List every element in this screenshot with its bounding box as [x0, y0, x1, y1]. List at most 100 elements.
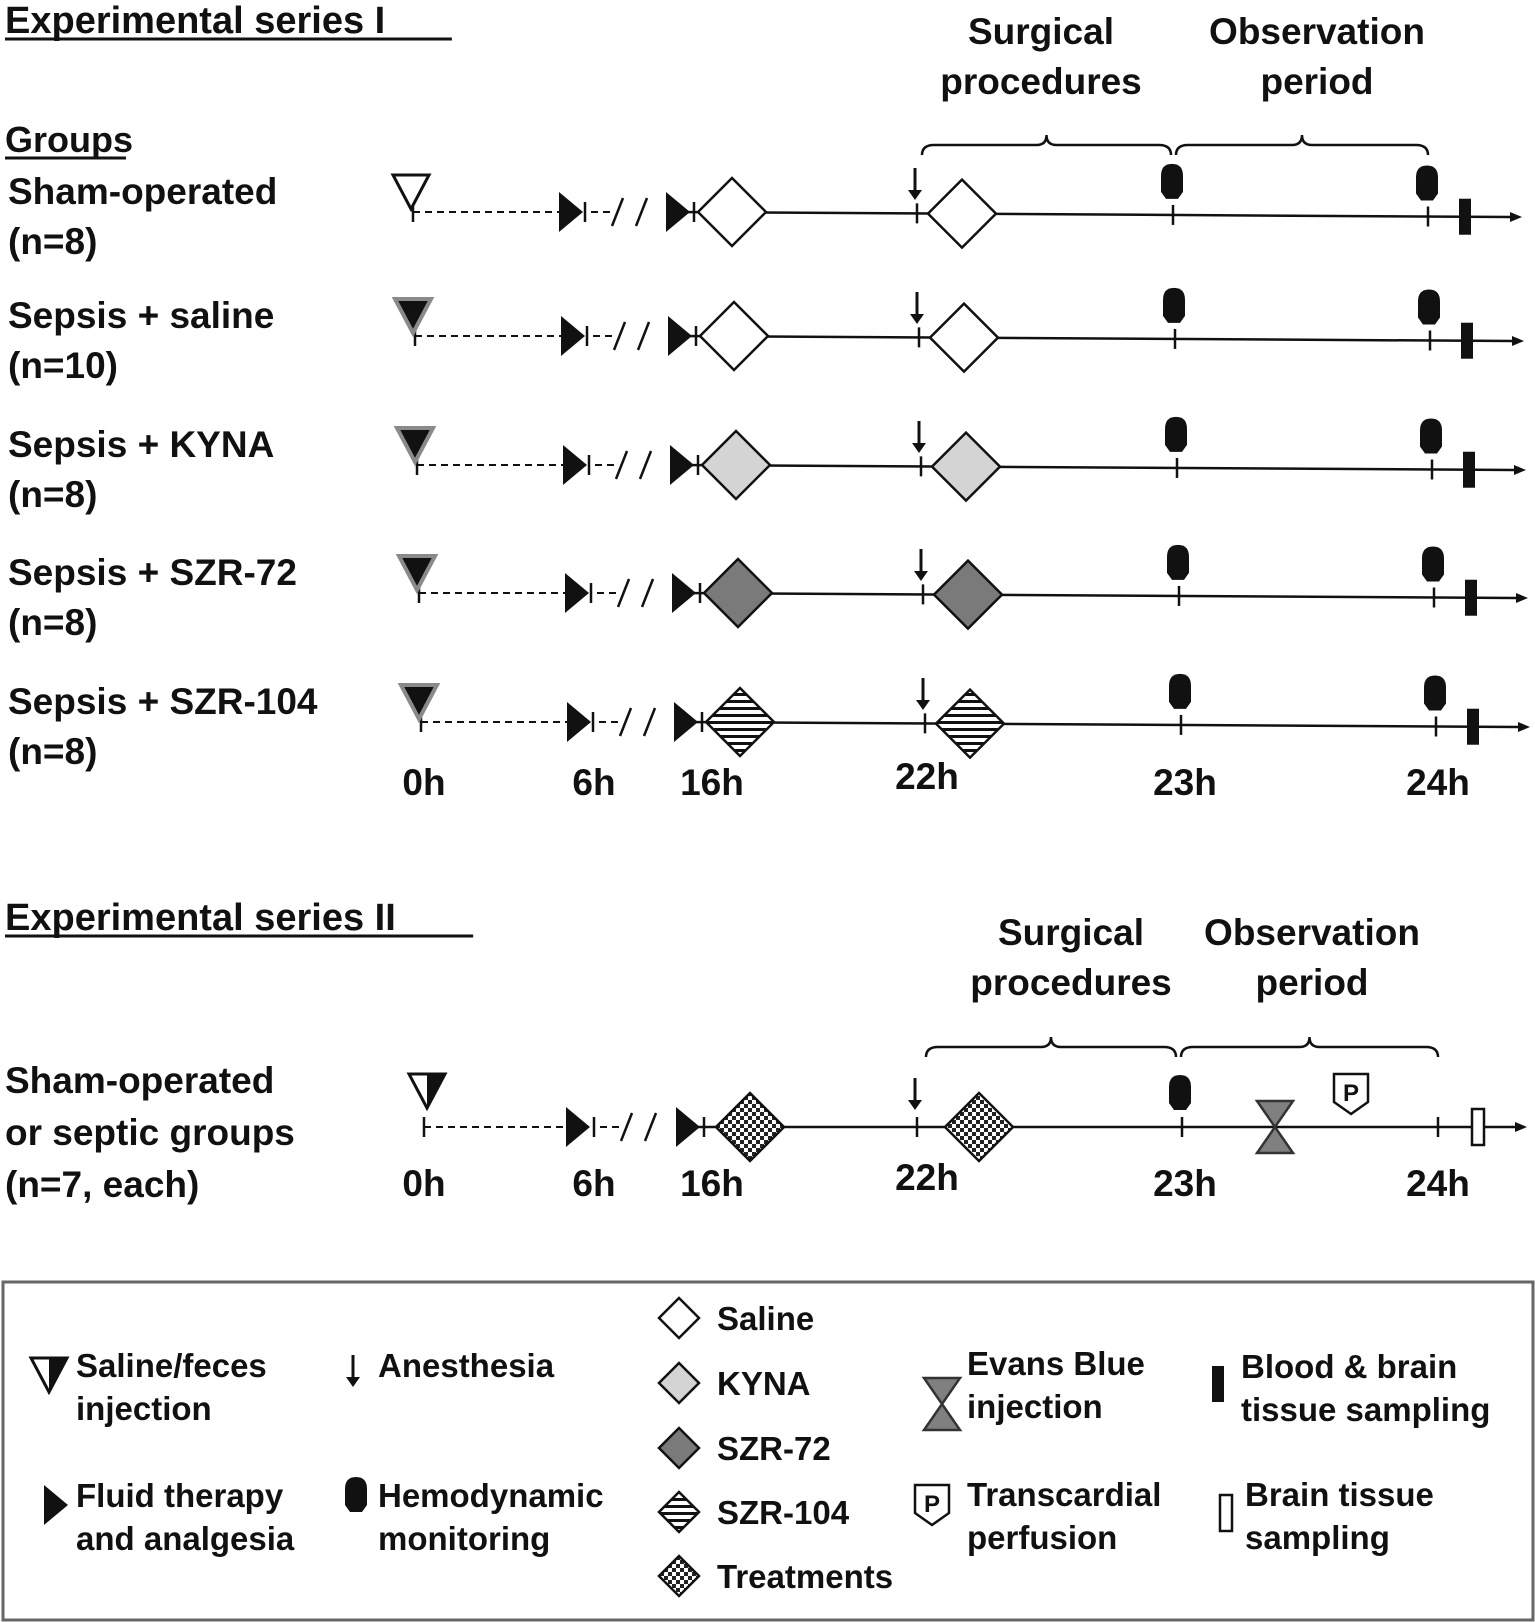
group-label: Sepsis + KYNA: [8, 424, 274, 465]
triangle-shape: [395, 554, 439, 595]
anesthesia-arrow-icon: [916, 678, 930, 710]
time-label: 16h: [680, 762, 744, 803]
legend-label-injection: Saline/feces: [76, 1347, 267, 1384]
timeline-arrowhead: [1516, 593, 1528, 603]
phase-observation-label: Observation: [1209, 11, 1425, 52]
legend-label-hemodynamic: Hemodynamic: [378, 1477, 604, 1514]
phase-brace: [1174, 134, 1430, 156]
group-row: Sham-operated (n=8): [8, 163, 1522, 262]
group-row: Sepsis + saline(n=10): [8, 287, 1524, 386]
hemodynamic-monitoring-icon: [1161, 163, 1183, 199]
anesthesia-arrow-icon: [912, 421, 926, 453]
timeline-solid: [679, 591, 1517, 600]
hemodynamic-monitoring-icon: [1169, 673, 1191, 709]
anesthesia-arrow-icon: [914, 549, 928, 581]
phase-observation-label: period: [1260, 61, 1373, 102]
hemodynamic-monitoring-icon: [1420, 418, 1442, 454]
legend-box: [1, 1280, 1535, 1622]
hemodynamic-monitoring-icon: [1424, 675, 1446, 711]
group-row: Sepsis + SZR-104 (n=8): [8, 673, 1530, 772]
fluid-therapy-icon: [668, 316, 692, 356]
phase-surgical-label: procedures: [940, 61, 1142, 102]
anesthesia-arrow-icon: [910, 292, 924, 324]
transcardial-perfusion-icon: P: [913, 1483, 951, 1527]
triangle-half-fill: [49, 1358, 67, 1392]
group-n: (n=8): [8, 221, 97, 262]
hemodynamic-monitoring-icon: [1163, 287, 1185, 323]
time-label: 0h: [402, 762, 445, 803]
group-label: Sepsis + SZR-104: [8, 681, 318, 722]
saline-treatment-icon: [698, 300, 770, 372]
evans-blue-injection-icon: [921, 1376, 963, 1432]
legend-label-perfusion: Transcardial: [967, 1476, 1161, 1513]
time-label: 22h: [895, 1157, 959, 1198]
anesthesia-arrow-icon: [908, 1078, 922, 1110]
anesthesia-arrow-icon: [346, 1355, 360, 1387]
legend-label-fluid: Fluid therapy: [76, 1477, 284, 1514]
saline-feces-injection-icon: [28, 1356, 70, 1396]
group-label: Sepsis + saline: [8, 295, 274, 336]
hemodynamic-monitoring-icon: [1416, 165, 1438, 201]
blood-brain-sampling-icon: [1465, 579, 1477, 616]
timeline-solid: [677, 463, 1515, 472]
hemodynamic-monitoring-icon: [1422, 546, 1444, 582]
axis-break-mark: [619, 1112, 634, 1142]
perfusion-letter: P: [1343, 1080, 1359, 1107]
triangle-shape: [393, 426, 437, 467]
legend-label-kyna: KYNA: [717, 1365, 811, 1402]
legend-label-szr72: SZR-72: [717, 1430, 831, 1467]
axis-break-mark: [634, 197, 649, 227]
axis-break-mark: [614, 450, 629, 480]
phase-surgical-label: Surgical: [968, 11, 1114, 52]
axis-break-mark: [612, 321, 627, 351]
saline-injection-icon: [390, 173, 432, 213]
time-label: 24h: [1406, 1163, 1470, 1204]
hemodynamic-monitoring-icon: [345, 1477, 367, 1512]
time-label: 6h: [572, 762, 615, 803]
time-label: 22h: [895, 756, 959, 797]
fluid-therapy-icon: [559, 192, 583, 232]
phase-surgical-label: Surgical: [998, 912, 1144, 953]
szr72-treatment-icon: [702, 557, 774, 629]
timeline-arrowhead: [1514, 465, 1526, 475]
axis-break-mark: [643, 1112, 658, 1142]
phase-brace: [924, 1036, 1178, 1058]
fluid-therapy-icon: [566, 1107, 590, 1147]
legend-label-blood: tissue sampling: [1241, 1391, 1490, 1428]
blood-brain-sampling-icon: [1463, 451, 1475, 488]
series-1-title: Experimental series I: [5, 0, 385, 42]
legend-label-evans: Evans Blue: [967, 1345, 1145, 1382]
brain-tissue-sampling-icon: [1218, 1493, 1234, 1533]
phase-observation-label: Observation: [1204, 912, 1420, 953]
hemodynamic-monitoring-icon: [1169, 1075, 1191, 1110]
group-label: Sham-operated: [5, 1060, 274, 1101]
axis-break-mark: [640, 578, 655, 608]
phase-surgical-label: procedures: [970, 962, 1172, 1003]
group-n: (n=8): [8, 474, 97, 515]
group-label: Sepsis + SZR-72: [8, 552, 297, 593]
szr104-treatment-icon: [657, 1490, 701, 1534]
group-n: (n=8): [8, 731, 97, 772]
groups-heading: Groups: [5, 119, 133, 160]
fluid-therapy-icon: [561, 316, 585, 356]
axis-break-mark: [638, 450, 653, 480]
group-label: Sham-operated: [8, 171, 277, 212]
feces-injection-icon: [397, 683, 441, 724]
fluid-therapy-icon: [567, 702, 591, 742]
triangle-shape: [397, 683, 441, 724]
szr104-treatment-icon: [704, 686, 776, 758]
legend-label-brain: Brain tissue: [1245, 1476, 1434, 1513]
fluid-therapy-icon: [565, 573, 589, 613]
fluid-therapy-icon: [672, 573, 696, 613]
fluid-therapy-icon: [666, 192, 690, 232]
group-row: Sepsis + SZR-72(n=8): [8, 544, 1528, 643]
phase-brace: [1179, 1036, 1440, 1058]
time-label: 23h: [1153, 1163, 1217, 1204]
legend-label-szr104: SZR-104: [717, 1494, 850, 1531]
fluid-therapy-icon: [676, 1107, 700, 1147]
timeline-solid: [673, 210, 1511, 219]
axis-break-mark: [616, 578, 631, 608]
feces-injection-icon: [395, 554, 439, 595]
brain-tissue-sampling-icon: [1470, 1107, 1486, 1147]
